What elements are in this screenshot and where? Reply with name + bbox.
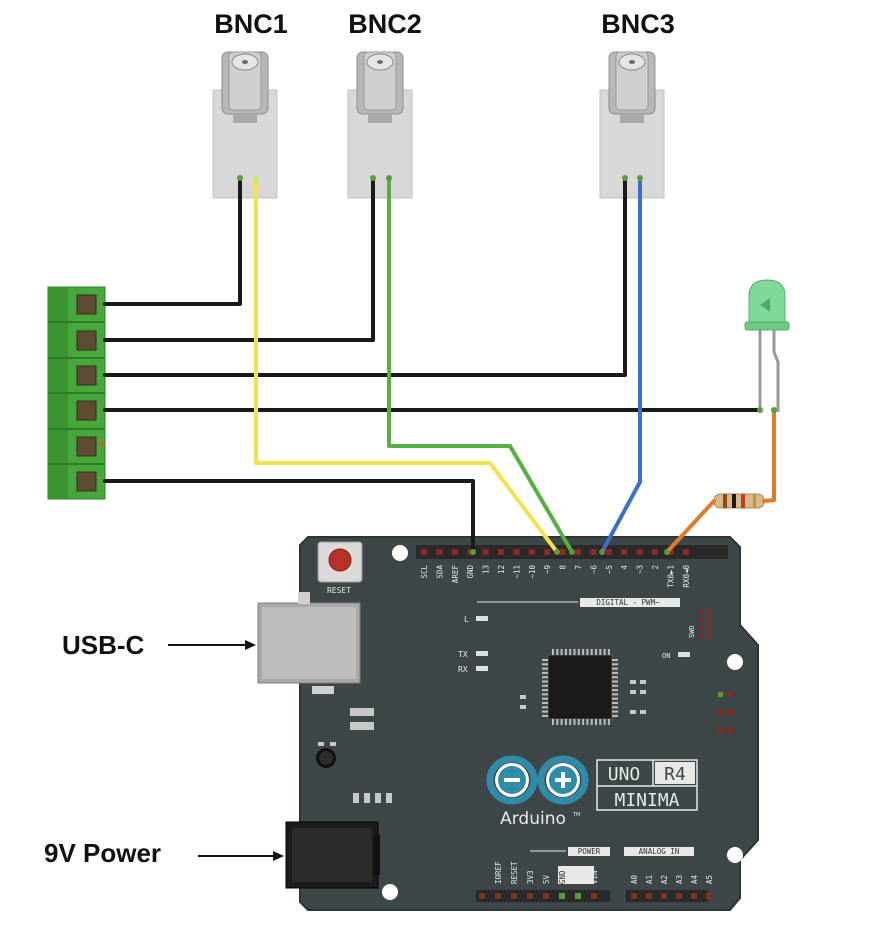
analog-pin-label: A4 <box>690 874 699 884</box>
power-pin-label: 5V <box>542 874 551 884</box>
header-pin <box>543 893 549 899</box>
top-pin-label: ~5 <box>605 565 614 574</box>
top-pin-label: ~3 <box>636 565 645 574</box>
green-led <box>744 279 790 412</box>
analog-pin-label: A1 <box>645 875 654 884</box>
top-pin-label: ~9 <box>543 565 552 574</box>
power-header-label: POWER <box>578 847 601 856</box>
header-pin <box>511 893 517 899</box>
bnc1-label: BNC1 <box>214 9 288 39</box>
usb-c-arrow <box>168 640 256 650</box>
led-on-label: ON <box>662 652 670 660</box>
header-pin <box>691 893 697 899</box>
header-pin <box>559 549 566 555</box>
terminal-block <box>47 286 106 500</box>
header-pin <box>652 549 658 555</box>
top-pin-label: ~11 <box>512 565 521 579</box>
header-pin <box>421 549 427 555</box>
analog-pin-label: A2 <box>660 875 669 884</box>
top-pin-label: TX0►1 <box>666 565 675 588</box>
power-pin-label: GND <box>574 870 583 884</box>
header-pin <box>591 893 597 899</box>
usb-c-port <box>257 592 361 694</box>
header-pin <box>513 549 520 555</box>
header-pin <box>636 549 643 555</box>
header-pin <box>436 549 443 555</box>
header-pin <box>479 893 485 899</box>
analog-pin-label: A3 <box>675 875 684 884</box>
analog-pin-label: A5 <box>705 875 714 884</box>
arduino-brand: Arduino <box>500 809 566 829</box>
top-pin-label: RX0◄0 <box>682 565 691 588</box>
bnc2-label: BNC2 <box>348 9 422 39</box>
bnc3-label: BNC3 <box>601 9 675 39</box>
analog-pin-label: A0 <box>630 874 639 884</box>
header-pin <box>646 893 652 899</box>
top-pin-label: 7 <box>574 565 583 570</box>
barrel-jack <box>285 821 380 889</box>
arduino-board: RESET SCL SDA AREF GND 13 12 ~11 ~10 ~9 8 7 ~6 ~5 4 ~3… <box>257 536 759 911</box>
power-pin-label: IOREF <box>494 861 503 884</box>
header-pin <box>498 549 504 555</box>
header-pin <box>559 893 565 899</box>
top-pin-label: 4 <box>620 565 629 570</box>
resistor <box>713 493 765 509</box>
header-pin <box>482 549 489 555</box>
top-pin-label: 12 <box>497 565 506 574</box>
header-pin <box>605 549 612 555</box>
header-pin <box>631 893 637 899</box>
header-pin <box>676 893 682 899</box>
bnc2-connector <box>347 51 413 199</box>
model-badge <box>596 759 698 811</box>
model-r4: R4 <box>664 764 686 785</box>
bnc3-connector <box>599 51 665 199</box>
power-pin-label: 3V3 <box>526 870 535 884</box>
header-pin <box>575 893 581 899</box>
top-pin-label: ~6 <box>589 565 598 575</box>
header-pin <box>621 549 628 555</box>
top-pin-label: SCL <box>420 565 429 579</box>
top-pin-label: 2 <box>651 565 660 570</box>
usb-c-callout: USB-C <box>62 630 145 660</box>
header-pin <box>667 549 674 555</box>
power-pin-label: VIN <box>590 870 599 884</box>
header-pin <box>706 893 712 899</box>
analog-header-label: ANALOG IN <box>639 847 680 856</box>
arduino-trademark: TM <box>572 812 580 818</box>
swd-label: SWD <box>688 625 696 638</box>
header-pin <box>528 549 535 555</box>
arduino-logo <box>486 755 589 805</box>
top-pin-label: GND <box>466 565 475 579</box>
9v-power-arrow <box>198 851 284 861</box>
header-pin <box>590 549 597 555</box>
top-pin-label: 8 <box>559 565 568 570</box>
top-pin-label: ~10 <box>528 565 537 579</box>
led-l-label: L <box>464 615 469 624</box>
top-pin-label: SDA <box>435 565 444 579</box>
header-pin <box>575 549 581 555</box>
header-pin <box>682 549 689 555</box>
header-pin <box>495 893 501 899</box>
top-pin-label: AREF <box>451 565 460 584</box>
9v-power-callout: 9V Power <box>44 838 161 868</box>
power-pin-label: GND <box>558 870 567 884</box>
mcu-chip <box>542 649 618 725</box>
led-tx-label: TX <box>458 650 468 659</box>
header-pin <box>451 549 458 555</box>
header-pin <box>661 893 667 899</box>
model-uno: UNO <box>608 764 641 785</box>
model-minima: MINIMA <box>614 790 679 811</box>
bnc1-connector <box>212 51 278 199</box>
reset-label: RESET <box>327 586 351 595</box>
top-pin-label: 13 <box>482 565 491 574</box>
wires <box>103 175 777 555</box>
reset-button[interactable] <box>317 541 363 583</box>
header-pin <box>544 549 551 555</box>
header-pin <box>527 893 533 899</box>
led-rx-label: RX <box>458 665 468 674</box>
power-pin-label: RESET <box>510 861 519 884</box>
digital-pwm-label: DIGITAL - PWM~ <box>596 598 660 607</box>
